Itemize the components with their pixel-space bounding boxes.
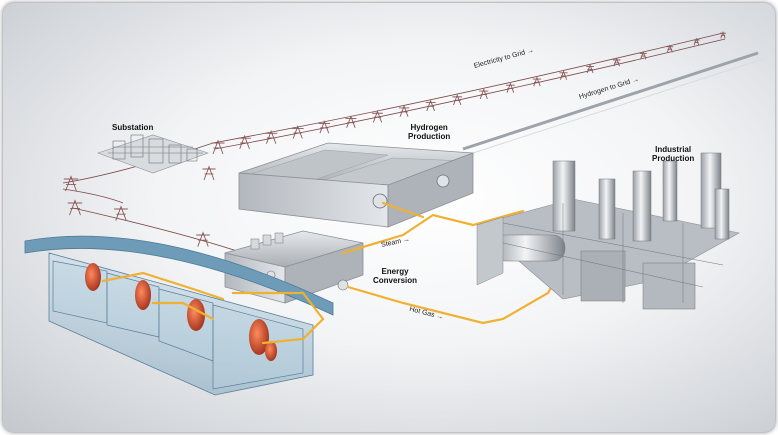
substation <box>97 134 209 174</box>
transmission-tower <box>114 205 128 221</box>
transmission-tower <box>425 99 436 112</box>
transmission-tower <box>63 175 79 192</box>
transmission-tower <box>318 120 331 134</box>
transmission-tower <box>67 199 83 216</box>
transmission-tower <box>479 88 489 100</box>
energy-conversion-label-line2: Conversion <box>373 276 418 285</box>
transmission-tower <box>559 70 568 80</box>
energy-conversion-label-line1: Energy <box>381 267 409 276</box>
transmission-tower <box>532 76 542 87</box>
plant-illustration <box>24 30 764 396</box>
transmission-tower <box>265 130 278 144</box>
energy-conversion-label: Energy Conversion <box>373 267 417 285</box>
transmission-tower <box>202 165 216 181</box>
transmission-tower <box>505 82 515 93</box>
reactors <box>85 263 277 361</box>
hydrogen-production-label: Hydrogen Production <box>408 123 450 141</box>
transmission-tower <box>196 231 210 247</box>
substation-label: Substation <box>112 123 153 132</box>
transmission-tower <box>398 104 410 117</box>
arrow-right-icon: → <box>402 236 411 245</box>
transmission-tower <box>345 115 357 128</box>
transmission-tower <box>211 139 225 155</box>
transmission-tower <box>720 30 726 39</box>
transmission-tower <box>452 93 463 106</box>
industrial-production-label-line1: Industrial <box>655 145 692 154</box>
substation-label-text: Substation <box>112 123 154 132</box>
hydrogen-production-label-line1: Hydrogen <box>410 123 448 132</box>
hydrogen-production-building <box>238 142 474 228</box>
transmission-tower <box>372 110 383 123</box>
transmission-tower <box>693 37 700 46</box>
hydrogen-production-label-line2: Production <box>408 132 451 141</box>
transmission-tower <box>666 44 674 53</box>
transmission-tower <box>613 57 621 67</box>
industrial-production-label: Industrial Production <box>652 145 694 163</box>
industrial-production-plant <box>476 152 740 310</box>
hydrogen-pipeline <box>462 51 764 154</box>
transmission-tower <box>586 63 594 74</box>
transmission-line <box>62 32 726 254</box>
transmission-tower <box>291 125 304 139</box>
industrial-production-label-line2: Production <box>652 154 695 163</box>
transmission-tower <box>639 50 647 60</box>
transmission-towers <box>63 30 726 247</box>
transmission-tower <box>238 134 251 150</box>
